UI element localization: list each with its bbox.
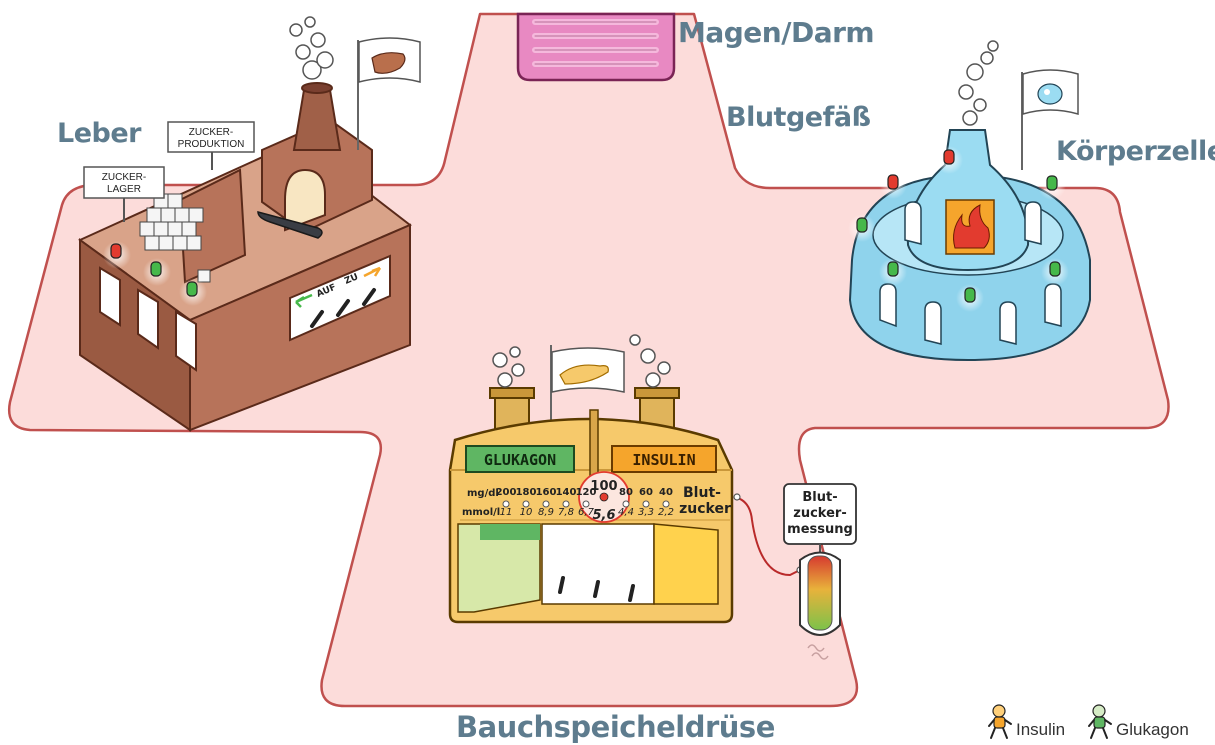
scale-mmoll-value: 11 — [500, 507, 513, 518]
scale-dot — [562, 500, 570, 508]
scale-dot — [522, 500, 530, 508]
scale-dot — [662, 500, 670, 508]
current-mgdl: 100 — [590, 479, 617, 494]
scale-mmoll-value: 10 — [520, 507, 533, 518]
scale-mmoll-value: 6,7 — [578, 507, 595, 518]
legend-insulin-label: Insulin — [1016, 720, 1066, 739]
measurement-label-line1: Blut- — [802, 490, 837, 505]
sign-zuckerproduktion-line2: PRODUKTION — [178, 139, 245, 150]
gate-zu-label: ZU — [343, 272, 360, 287]
glucose-meter — [733, 483, 857, 660]
scale-mgdl-value: 80 — [619, 487, 633, 498]
scale-mgdl-value: 160 — [536, 487, 557, 498]
region-label-leber: Leber — [57, 118, 141, 149]
liver-indicator-lights — [103, 241, 207, 306]
scale-dot — [542, 500, 550, 508]
sign-zuckerlager-line2: LAGER — [107, 184, 141, 195]
scale-mgdl-value: 120 — [576, 487, 597, 498]
legend-glukagon: Glukagon — [1087, 704, 1189, 740]
region-label-blutgefaess: Blutgefäß — [726, 102, 871, 133]
blutzucker-label-line1: Blut- — [683, 485, 721, 501]
unit-mmoll: mmol/l — [462, 507, 500, 518]
scale-dot — [582, 500, 590, 508]
scale-dot — [622, 500, 630, 508]
region-label-koerperzelle: Körperzelle — [1056, 136, 1215, 167]
scale-mgdl-value: 180 — [516, 487, 537, 498]
sign-zuckerproduktion-line1: ZUCKER- — [189, 127, 233, 138]
liver-factory — [78, 16, 421, 432]
scale-mmoll-value: 4,4 — [618, 507, 634, 518]
scale-mgdl-value: 60 — [639, 487, 653, 498]
sign-zuckerlager-line1: ZUCKER- — [102, 172, 146, 183]
measurement-label-line3: messung — [787, 522, 853, 537]
scale-mmoll-value: 3,3 — [638, 507, 654, 518]
glukagon-figure-icon — [1088, 704, 1112, 739]
scale-mgdl-value: 140 — [556, 487, 577, 498]
scale-dots — [502, 500, 670, 508]
legend-glukagon-label: Glukagon — [1116, 720, 1189, 739]
scale-dot — [642, 500, 650, 508]
insulin-figure-icon — [988, 704, 1012, 739]
region-label-magen-darm: Magen/Darm — [678, 16, 875, 49]
scale-mgdl-value: 40 — [659, 487, 673, 498]
insulin-label: INSULIN — [632, 451, 695, 469]
current-mmoll: 5,6 — [592, 508, 615, 523]
scale-mmoll-value: 8,9 — [538, 507, 554, 518]
cell-indicator-lights — [848, 146, 1069, 312]
measurement-label-line2: zucker- — [793, 506, 846, 521]
scale-mmoll-value: 7,8 — [558, 507, 574, 518]
region-label-bauchspeicheldruese: Bauchspeicheldrüse — [456, 710, 775, 744]
scale-mmoll-value: 2,2 — [658, 507, 674, 518]
unit-mgdl: mg/dl — [467, 488, 499, 499]
pancreas-console — [448, 334, 734, 624]
blutzucker-label-line2: zucker — [679, 501, 731, 517]
scale-dot — [502, 500, 510, 508]
glukagon-label: GLUKAGON — [484, 451, 556, 469]
body-cell — [848, 40, 1091, 362]
scale-mgdl-value: 200 — [496, 487, 517, 498]
gate-arrows — [295, 266, 382, 308]
intestine-icon — [516, 12, 676, 82]
legend-insulin: Insulin — [987, 704, 1065, 740]
